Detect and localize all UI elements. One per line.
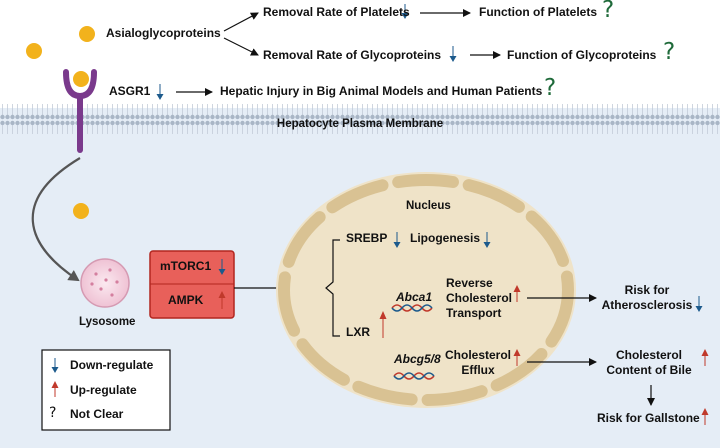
legend-down-label: Down-regulate	[70, 358, 154, 372]
question-glycoproteins: ?	[663, 39, 676, 65]
legend-unclear-label: Not Clear	[70, 407, 124, 421]
arrow-to-platelets	[223, 12, 259, 32]
atherosclerosis-line-1: Risk for	[624, 283, 670, 297]
legend-up-label: Up-regulate	[70, 383, 137, 397]
legend-up-arrow	[51, 381, 59, 397]
nucleus-label: Nucleus	[406, 200, 451, 212]
atherosclerosis-label: Risk for Atherosclerosis	[595, 283, 699, 313]
bile-line-2: Content of Bile	[606, 363, 692, 377]
bile-line-1: Cholesterol	[615, 348, 682, 362]
dna-helix-abcg58	[393, 372, 435, 380]
up-arrow-reverse-transport	[513, 285, 521, 302]
mtorc1-label: mTORC1	[160, 259, 212, 273]
up-arrow-efflux	[513, 349, 521, 366]
nuclear-envelope	[278, 174, 574, 406]
efflux-label: Cholesterol Efflux	[445, 348, 511, 378]
legend-down-arrow	[51, 358, 59, 373]
ampk-label: AMPK	[168, 293, 204, 307]
ligand-ball-bound	[73, 71, 89, 87]
srebp-label: SREBP	[346, 231, 388, 245]
ligand-ball	[26, 43, 42, 59]
reverse-transport-line-3: Transport	[446, 306, 502, 320]
plasma-membrane	[0, 104, 720, 134]
reverse-transport-line-1: Reverse	[446, 276, 493, 290]
ligand-ball	[79, 26, 95, 42]
dna-helix-abca1	[391, 304, 433, 312]
down-arrow-asgr1	[156, 84, 164, 100]
ligand-ball-internalized	[73, 203, 89, 219]
atherosclerosis-line-2: Atherosclerosis	[601, 298, 693, 312]
membrane-label-text: Hepatocyte Plasma Membrane	[276, 118, 444, 130]
lxr-label: LXR	[346, 325, 370, 339]
arrow-to-glycoproteins	[223, 37, 259, 56]
membrane-label: Hepatocyte Plasma Membrane	[0, 118, 720, 131]
asgr1-label: ASGR1	[109, 84, 151, 98]
function-glycoproteins-label: Function of Glycoproteins	[507, 48, 657, 62]
up-arrow-lxr	[379, 311, 387, 338]
down-arrow-mtorc1	[218, 259, 226, 275]
down-arrow-glycoproteins	[449, 46, 457, 62]
legend-question-icon: ?	[49, 405, 57, 421]
down-arrow-atherosclerosis	[695, 296, 703, 312]
function-platelets-label: Function of Platelets	[479, 5, 598, 19]
removal-platelets-label: Removal Rate of Platelets	[263, 5, 410, 19]
down-arrow-platelets	[401, 4, 409, 19]
endocytosis-arrow	[31, 157, 81, 282]
question-platelets: ?	[602, 0, 615, 23]
removal-glycoproteins-label: Removal Rate of Glycoproteins	[263, 48, 442, 62]
asialoglycoproteins-label: Asialoglycoproteins	[106, 26, 221, 40]
efflux-line-2: Efflux	[461, 363, 495, 377]
lipogenesis-label: Lipogenesis	[410, 231, 481, 245]
bile-label: Cholesterol Content of Bile	[595, 348, 703, 378]
nucleus	[276, 172, 576, 408]
up-arrow-bile	[701, 349, 709, 366]
reverse-transport-line-2: Cholesterol	[446, 291, 513, 305]
legend-box	[41, 349, 171, 431]
lysosome-label: Lysosome	[79, 316, 136, 328]
up-arrow-ampk	[218, 291, 226, 309]
down-arrow-lipogenesis	[483, 232, 491, 248]
abca1-label: Abca1	[396, 290, 433, 304]
down-arrow-srebp	[393, 232, 401, 248]
branch-brace	[325, 239, 340, 337]
gallstone-label: Risk for Gallstone	[597, 411, 700, 425]
up-arrow-gallstone	[701, 408, 709, 425]
hepatic-injury-label: Hepatic Injury in Big Animal Models and …	[220, 84, 543, 98]
lysosome	[80, 258, 130, 308]
reverse-transport-label: Reverse Cholesterol Transport	[446, 276, 512, 321]
question-hepatic-injury: ?	[544, 75, 557, 101]
abcg58-label: Abcg5/8	[394, 352, 441, 366]
efflux-line-1: Cholesterol	[445, 348, 512, 362]
